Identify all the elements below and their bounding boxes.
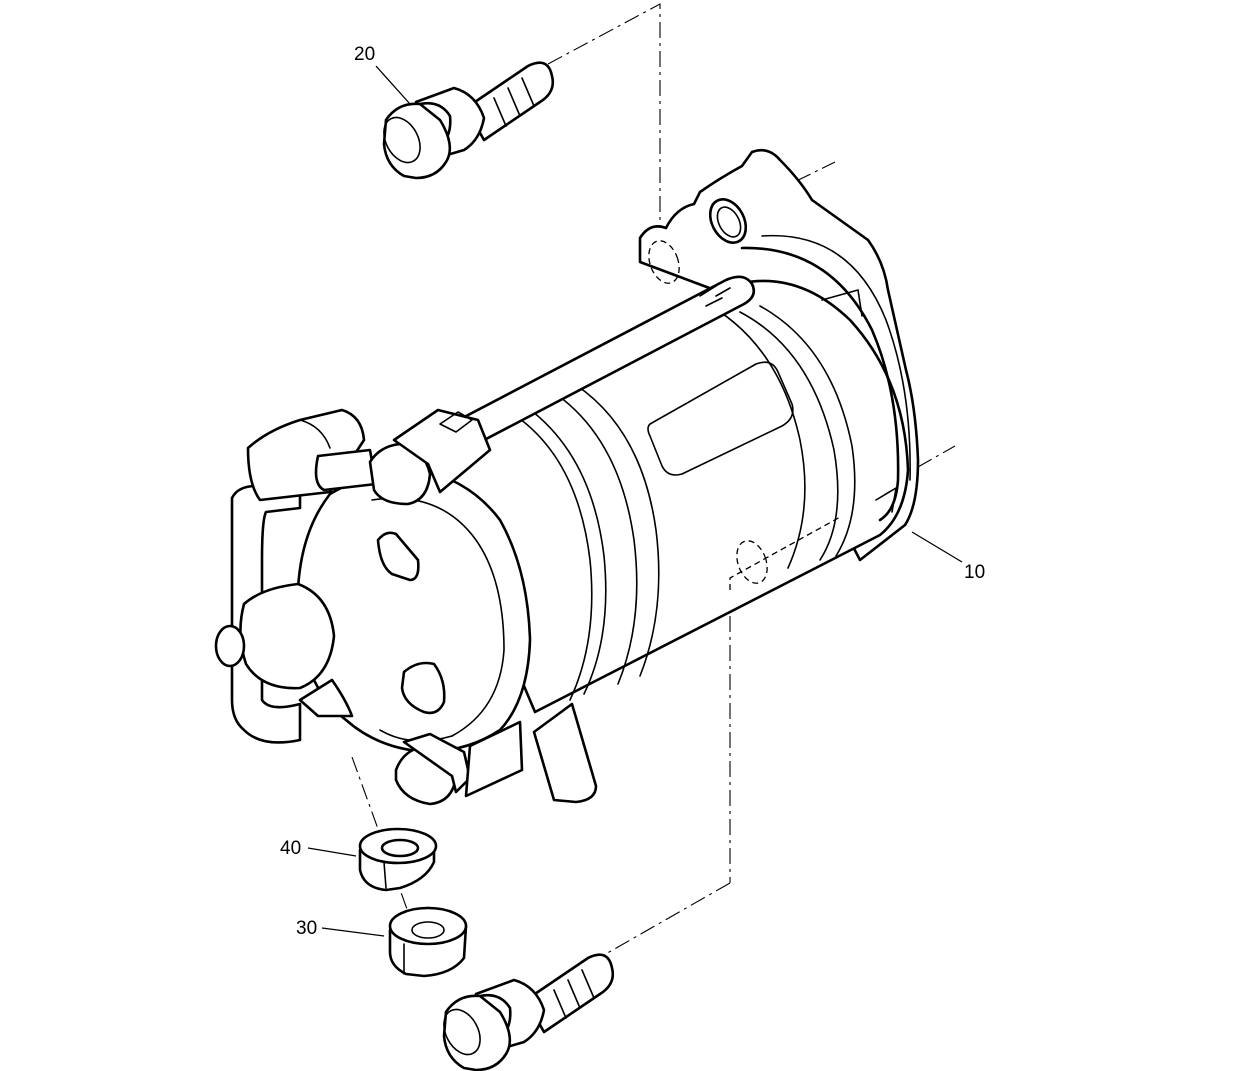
- bolt-upper: [382, 61, 555, 180]
- callout-40: 40: [280, 838, 301, 859]
- leader-lines: [307, 65, 963, 937]
- lock-washer: [358, 827, 438, 892]
- nut: [388, 906, 468, 978]
- callout-30: 30: [296, 918, 317, 939]
- pinion-housing: [239, 582, 336, 690]
- callout-20: 20: [354, 44, 375, 65]
- tie-rod-nut-upper: [368, 442, 432, 506]
- cover-slot-upper: [376, 531, 420, 582]
- cover-slot-lower: [400, 661, 446, 715]
- starter-motor: [214, 148, 920, 806]
- callout-10: 10: [964, 562, 985, 583]
- name-plate: [647, 361, 794, 476]
- drain-tube: [532, 702, 598, 804]
- bolt-lower: [442, 953, 615, 1071]
